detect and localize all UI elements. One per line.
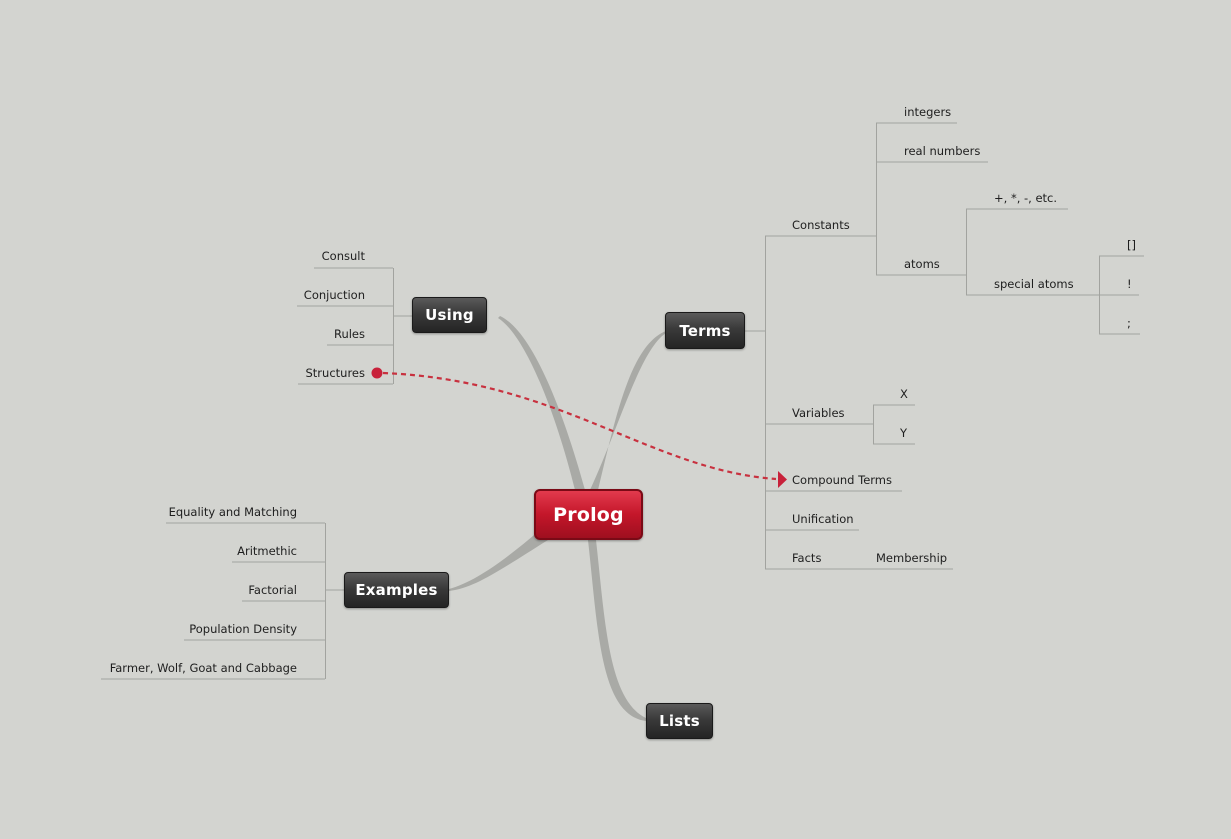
leaf-integers[interactable]: integers — [904, 105, 952, 119]
leaf-constants[interactable]: Constants — [792, 218, 850, 232]
leaf-unification[interactable]: Unification — [792, 512, 854, 526]
relationship-line[interactable] — [382, 371, 777, 481]
topic-examples[interactable]: Examples — [344, 572, 449, 608]
leaf-factorial[interactable]: Factorial — [248, 583, 297, 597]
leaf-atoms[interactable]: atoms — [904, 257, 940, 271]
leaf-special-atoms[interactable]: special atoms — [994, 277, 1074, 291]
leaf-var-y[interactable]: Y — [900, 426, 908, 440]
leaf-cut[interactable]: ! — [1127, 277, 1132, 291]
relationship-arrowhead — [778, 471, 787, 488]
leaf-variables[interactable]: Variables — [792, 406, 845, 420]
branch-using — [498, 316, 585, 490]
branch-examples — [449, 530, 548, 591]
branch-lists — [588, 540, 646, 721]
leaf-aritmethic[interactable]: Aritmethic — [237, 544, 297, 558]
branch-terms — [590, 331, 666, 490]
leaf-structures[interactable]: Structures — [305, 366, 366, 380]
topic-using[interactable]: Using — [412, 297, 487, 333]
leaf-consult[interactable]: Consult — [321, 249, 365, 263]
leaf-empty-list[interactable]: [] — [1127, 238, 1136, 252]
central-topic-prolog[interactable]: Prolog — [534, 489, 643, 540]
leaf-real-numbers[interactable]: real numbers — [904, 144, 981, 158]
topic-lists[interactable]: Lists — [646, 703, 713, 739]
leaf-rules[interactable]: Rules — [333, 327, 365, 341]
leaf-var-x[interactable]: X — [900, 387, 908, 401]
leaf-conjuction[interactable]: Conjuction — [303, 288, 365, 302]
leaf-semicolon[interactable]: ; — [1127, 316, 1131, 330]
topic-terms[interactable]: Terms — [665, 312, 745, 349]
leaf-farmer-wolf-goat-cabbage[interactable]: Farmer, Wolf, Goat and Cabbage — [109, 661, 297, 675]
leaf-population-density[interactable]: Population Density — [189, 622, 297, 636]
leaf-compound-terms[interactable]: Compound Terms — [792, 473, 893, 487]
leaf-facts[interactable]: Facts — [792, 551, 822, 565]
leaf-membership[interactable]: Membership — [876, 551, 948, 565]
relationship-start-dot[interactable] — [371, 367, 383, 379]
leaf-operators[interactable]: +, *, -, etc. — [994, 191, 1058, 205]
leaf-equality-and-matching[interactable]: Equality and Matching — [168, 505, 297, 519]
